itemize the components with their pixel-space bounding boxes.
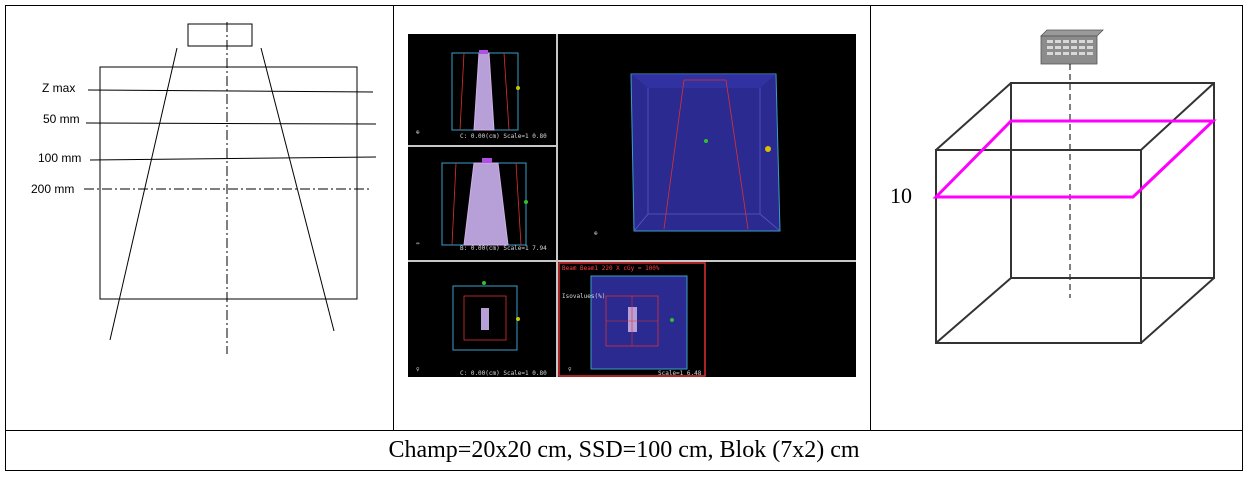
axis-icon: ⊕ [416,129,420,136]
phantom-outline [99,66,358,300]
row-divider [5,430,1243,431]
label-zmax: Z max [42,81,76,95]
cube-front-face [935,149,1142,344]
axis-icon-3: ⊕ [594,230,598,237]
view-bottom-right: ♀ [558,262,706,377]
readout-isovalues: Isovalues(%) [562,293,605,300]
readout-mid-left: B: 0.00(cm) Scale=1 7.94 [460,245,547,252]
view-3d: ⊕ [594,73,781,237]
beam-geometry-svg [84,22,377,354]
view-mid-left: ⇔ [416,158,528,247]
label-200mm: 200 mm [31,182,75,196]
readout-bottom-left: C: 0.00(cm) Scale=1 0.80 [460,370,547,377]
source-box [187,23,253,47]
line-100mm [89,156,377,161]
line-50mm [85,122,377,125]
readout-top-left: C: 0.00(cm) Scale=1 0.80 [460,133,547,140]
beam-edge-right [260,47,335,332]
readout-bottom-right: Scale=1 6.48 [658,370,702,377]
linac-head-icon [1040,29,1104,65]
treatment-planning-screenshot: ⊕ ⇔ ⊕ [408,34,856,377]
table-frame [5,5,1243,471]
depth-label: 10 [890,183,912,208]
phantom-cube-diagram: 10 [871,6,1242,430]
column-divider-1 [393,5,394,431]
figure-caption: Champ=20x20 cm, SSD=100 cm, Blok (7x2) c… [388,437,860,463]
axis-icon-2: ⇔ [416,240,420,247]
person-icon-2: ♀ [568,366,572,373]
label-100mm: 100 mm [38,151,82,165]
beam-edge-left [109,47,178,341]
view-top-left: ⊕ [416,50,520,136]
field-plane [932,119,1217,199]
column-divider-2 [870,5,871,431]
beam-geometry-diagram: Z max 50 mm 100 mm 200 mm [6,6,392,430]
line-zmax [87,89,374,93]
label-50mm: 50 mm [43,112,80,126]
planning-views-svg: ⊕ ⇔ ⊕ [408,34,856,377]
person-icon: ♀ [416,366,420,373]
view-bottom-left: ♀ [416,281,520,373]
cube-back-face [1010,82,1215,279]
cube-svg [932,29,1217,344]
readout-beam-header: Beam Beam1 220 X cGy = 100% [562,265,660,272]
